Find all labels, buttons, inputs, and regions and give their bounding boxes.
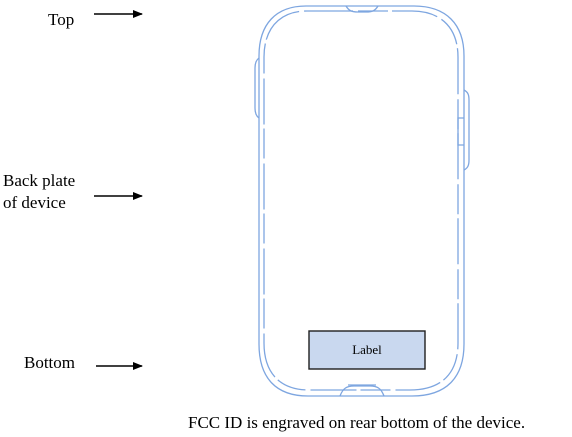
top-label: Top: [48, 10, 75, 29]
caption: FCC ID is engraved on rear bottom of the…: [188, 413, 526, 432]
device-outline: [254, 5, 470, 397]
label-box: [308, 330, 426, 370]
bottom-label: Bottom: [24, 353, 76, 372]
back-plate-label-line2: of device: [3, 193, 66, 212]
back-plate-label: Back plate of device: [3, 170, 75, 214]
label-box-text: Label: [352, 342, 382, 357]
back-plate-label-line1: Back plate: [3, 171, 76, 190]
